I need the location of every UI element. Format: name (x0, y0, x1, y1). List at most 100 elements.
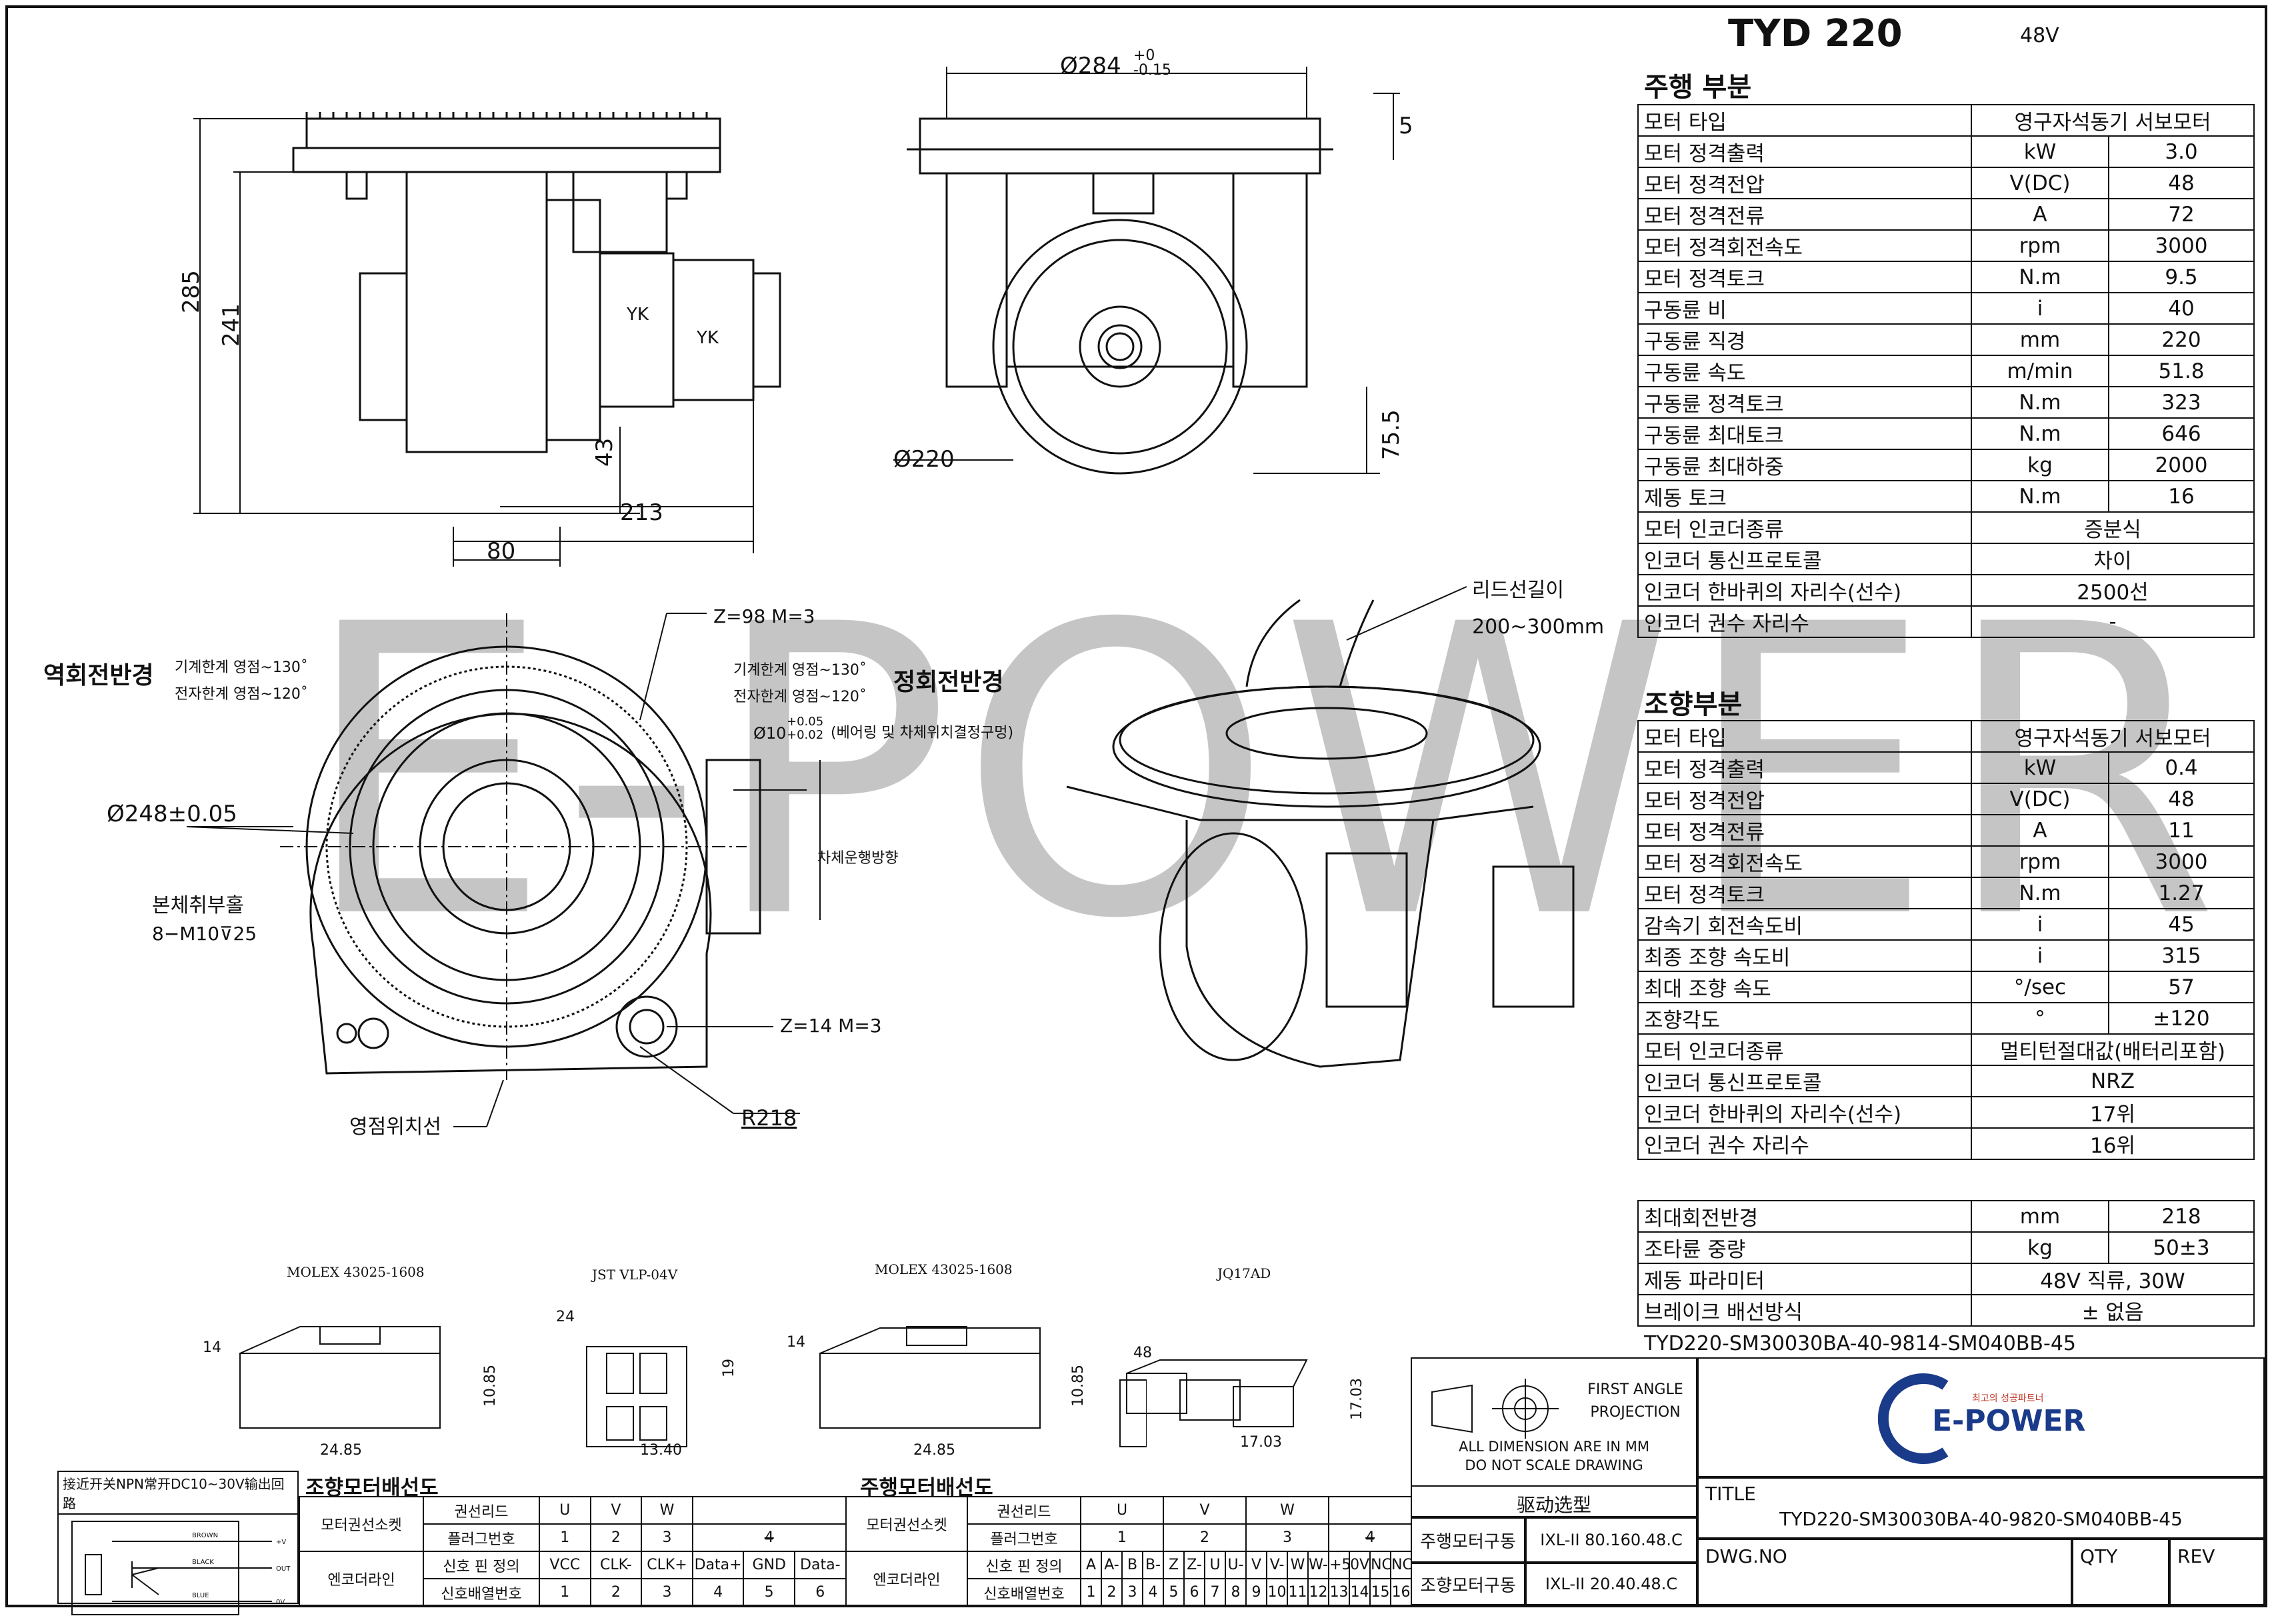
dwg-no-box: DWG.NO (1697, 1539, 2072, 1605)
wiring-signal: A- (1101, 1551, 1123, 1579)
dimension-note-2: DO NOT SCALE DRAWING (1465, 1457, 1643, 1473)
model-title: TYD 220 (1728, 12, 1903, 55)
wiring-pin: 5 (1163, 1578, 1185, 1607)
wiring-pin: 6 (793, 1578, 847, 1607)
yk-label-2: YK (696, 328, 719, 348)
spec-value: 57 (2108, 971, 2255, 1003)
front-view (907, 117, 1333, 475)
spec-name: 모터 정격출력 (1637, 135, 1972, 168)
drawing-frame (5, 5, 2267, 1607)
wiring-pin: 4 (1141, 1578, 1165, 1607)
drive-controller-label: 주행모터구동 (1411, 1517, 1525, 1563)
spec-name: 인코더 통신프로토콜 (1637, 1065, 1972, 1097)
isometric-view (1066, 599, 1575, 1068)
ccw-elec-limit: 전자한계 영점~120˚ (175, 686, 308, 703)
spec-unit: °/sec (1971, 971, 2109, 1003)
wiring-pin: 13 (1328, 1578, 1351, 1607)
conn3-depth: 14 (787, 1334, 805, 1351)
wiring-signal: Data- (793, 1551, 847, 1579)
wiring-pin: 3 (1121, 1578, 1143, 1607)
spec-name: 구동륜 정격토크 (1637, 386, 1972, 419)
wiring-plug: 4 (1328, 1523, 1413, 1552)
wiring-sub-label: 신호배열번호 (967, 1578, 1081, 1607)
proximity-title: 接近开关NPN常开DC10~30V输出回路 (59, 1472, 297, 1515)
spec-value: 멀티턴절대값(배터리포함) (1971, 1033, 2255, 1066)
gear-z14: Z=14 M=3 (780, 1015, 882, 1037)
spec-name: 구동륜 최대하중 (1637, 449, 1972, 481)
spec-unit: N.m (1971, 261, 2109, 293)
spec-value: 220 (2108, 323, 2255, 356)
spec-value: 72 (2108, 198, 2255, 231)
wiring-pin: 3 (641, 1578, 693, 1607)
spec-unit: kW (1971, 135, 2109, 168)
logo-text: E-POWER (1932, 1404, 2085, 1438)
conn2-width: 13.40 (640, 1442, 682, 1459)
spec-name: 구동륜 비 (1637, 292, 1972, 325)
spec-value: 차이 (1971, 543, 2255, 575)
wiring-sub-label: 플러그번호 (423, 1523, 540, 1552)
wiring-sub-label: 신호배열번호 (423, 1578, 540, 1607)
spec-unit: kW (1971, 751, 2109, 784)
spec-value: 11 (2108, 814, 2255, 847)
wiring-pin: 5 (743, 1578, 795, 1607)
wiring-group-label: 엔코더라인 (845, 1551, 968, 1607)
spec-row: 인코더 한바퀴의 자리수(선수)2500선 (1637, 574, 2255, 607)
spec-value: 3000 (2108, 845, 2255, 878)
wiring-cell (1328, 1496, 1413, 1525)
title-value: TYD220-SM30030BA-40-9820-SM040BB-45 (1779, 1508, 2183, 1530)
spec-name: 모터 정격전압 (1637, 167, 1972, 199)
wiring-pin: 1 (1080, 1578, 1102, 1607)
wiring-pin: 11 (1287, 1578, 1309, 1607)
conn4-depth: 48 (1133, 1345, 1152, 1361)
cw-radius-title: 정회전반경 (893, 669, 1004, 696)
gear-z98: Z=98 M=3 (713, 605, 815, 627)
wiring-signal: +5V (1328, 1551, 1351, 1579)
drive-controller-value: IXL-II 80.160.48.C (1525, 1517, 1697, 1563)
radius-r218: R218 (741, 1105, 797, 1131)
conn4-width: 17.03 (1240, 1434, 1282, 1451)
wiring-signal: CLK- (589, 1551, 643, 1579)
cw-elec-limit: 전자한계 영점~120˚ (733, 689, 867, 705)
spec-unit: i (1971, 292, 2109, 325)
wiring-signal: V (1245, 1551, 1268, 1579)
dim-43: 43 (591, 438, 618, 467)
conn2-depth: 24 (556, 1309, 575, 1325)
spec-unit: mm (1971, 323, 2109, 356)
zero-position-line: 영점위치선 (349, 1115, 441, 1139)
wiring-signal: U (1204, 1551, 1227, 1579)
wiring-signal: W (1287, 1551, 1309, 1579)
spec-value: 17위 (1971, 1096, 2255, 1129)
steer-wiring-title: 조향모터배선도 (305, 1476, 439, 1500)
spec-value: NRZ (1971, 1065, 2255, 1097)
wiring-pin: 10 (1266, 1578, 1289, 1607)
conn4-height: 17.03 (1349, 1378, 1365, 1420)
wiring-signal: Z (1163, 1551, 1185, 1579)
wiring-lead: W (1245, 1496, 1330, 1525)
wiring-cell (691, 1496, 847, 1525)
wiring-pin: 16 (1390, 1578, 1413, 1607)
wiring-plug: 3 (641, 1523, 693, 1552)
drive-wiring-title: 주행모터배선도 (860, 1476, 993, 1500)
spec-unit: i (1971, 908, 2109, 941)
spec-name: 제동 토크 (1637, 480, 1972, 513)
spec-name: 인코더 권수 자리수 (1637, 605, 1972, 638)
proximity-circuit: BROWN BLACK BLUE +V OUT 0V (71, 1521, 291, 1615)
spec-value: 2000 (2108, 449, 2255, 481)
hole-note: (베어링 및 차체위치결정구멍) (831, 725, 1013, 741)
steer-controller-value: IXL-II 20.40.48.C (1525, 1563, 1697, 1605)
spec-name: 모터 정격전압 (1637, 783, 1972, 815)
wiring-signal: V- (1266, 1551, 1289, 1579)
